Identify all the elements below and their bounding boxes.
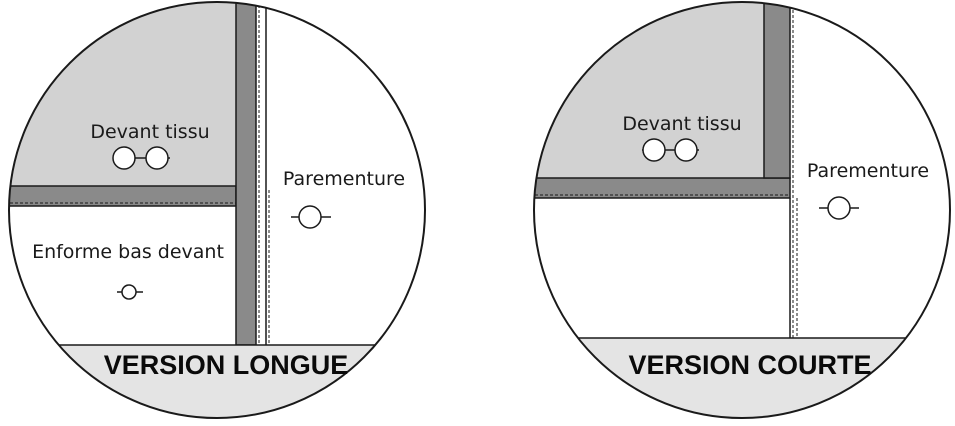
label-devant-tissu: Devant tissu — [90, 121, 209, 143]
double-button-icon — [112, 146, 170, 170]
button-icon — [819, 196, 859, 220]
label-parementure: Parementure — [283, 168, 405, 190]
detail-circle — [8, 1, 426, 419]
vertical-seam-band — [763, 2, 791, 179]
label-devant-tissu: Devant tissu — [622, 113, 741, 135]
diagram-version-longue: Devant tissu Parementure Enforme bas dev… — [8, 1, 426, 419]
small-button-icon — [117, 284, 143, 300]
label-enforme-bas-devant: Enforme bas devant — [32, 241, 224, 263]
vertical-seam-band — [235, 2, 257, 346]
diagram-version-courte: Devant tissu Parementure VERSION COURTE — [533, 1, 951, 419]
version-title: VERSION LONGUE — [104, 350, 349, 380]
horizontal-seam-band — [534, 177, 791, 199]
label-parementure: Parementure — [807, 160, 929, 182]
detail-circle — [533, 1, 951, 419]
button-icon — [291, 205, 331, 229]
double-button-icon — [642, 138, 699, 162]
version-title: VERSION COURTE — [628, 350, 871, 380]
